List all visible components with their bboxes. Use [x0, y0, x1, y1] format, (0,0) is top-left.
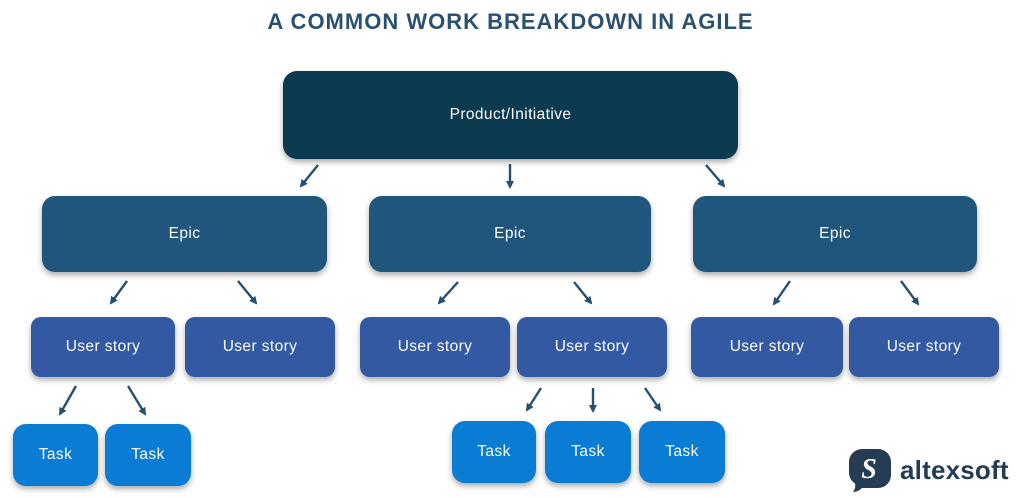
node-task-5: Task — [639, 421, 725, 483]
node-epic-2: Epic — [369, 196, 651, 272]
node-label: Epic — [819, 225, 851, 242]
node-label: Task — [477, 443, 511, 460]
node-user-story-6: User story — [849, 317, 999, 377]
node-label: User story — [222, 338, 298, 355]
node-task-1: Task — [13, 424, 98, 486]
node-label: User story — [554, 338, 630, 355]
arrow-epic2-story-3 — [437, 281, 459, 305]
node-label: User story — [729, 338, 805, 355]
node-label: Epic — [168, 225, 201, 242]
node-user-story-2: User story — [185, 317, 335, 377]
arrow-epic2-story-4 — [573, 281, 593, 305]
node-epic-1: Epic — [42, 196, 327, 272]
arrow-epic3-story-5 — [772, 280, 791, 306]
node-label: User story — [397, 338, 473, 355]
node-label: Product/Initiative — [449, 106, 572, 123]
node-label: User story — [65, 338, 141, 355]
arrow-story4-task-5 — [644, 387, 662, 412]
node-label: User story — [886, 338, 962, 355]
arrow-product-epic-1 — [299, 164, 319, 188]
arrow-story1-task-1 — [58, 385, 78, 416]
node-label: Epic — [494, 225, 526, 242]
node-product-initiative: Product/Initiative — [283, 71, 738, 159]
node-label: Task — [131, 446, 165, 463]
altexsoft-speech-bubble-icon: S — [849, 449, 891, 492]
arrow-story1-task-2 — [126, 385, 147, 416]
node-task-2: Task — [105, 424, 191, 486]
node-label: Task — [665, 443, 699, 460]
arrow-epic1-story-2 — [237, 280, 258, 305]
node-epic-3: Epic — [693, 196, 977, 272]
altexsoft-logo-text: altexsoft — [900, 455, 1009, 485]
node-task-4: Task — [545, 421, 631, 483]
diagram-title: A COMMON WORK BREAKDOWN IN AGILE — [267, 9, 754, 34]
node-user-story-1: User story — [31, 317, 175, 377]
node-user-story-5: User story — [691, 317, 843, 377]
node-task-3: Task — [452, 421, 536, 483]
arrow-story4-task-3 — [525, 387, 543, 412]
arrow-epic3-story-6 — [900, 280, 920, 306]
node-label: Task — [571, 443, 605, 460]
node-user-story-3: User story — [360, 317, 510, 377]
arrow-epic1-story-1 — [109, 280, 128, 305]
node-label: Task — [38, 446, 73, 463]
svg-text:S: S — [861, 454, 877, 485]
node-user-story-4: User story — [517, 317, 667, 377]
altexsoft-logo: S altexsoft — [849, 449, 1009, 492]
arrow-product-epic-3 — [705, 164, 726, 188]
